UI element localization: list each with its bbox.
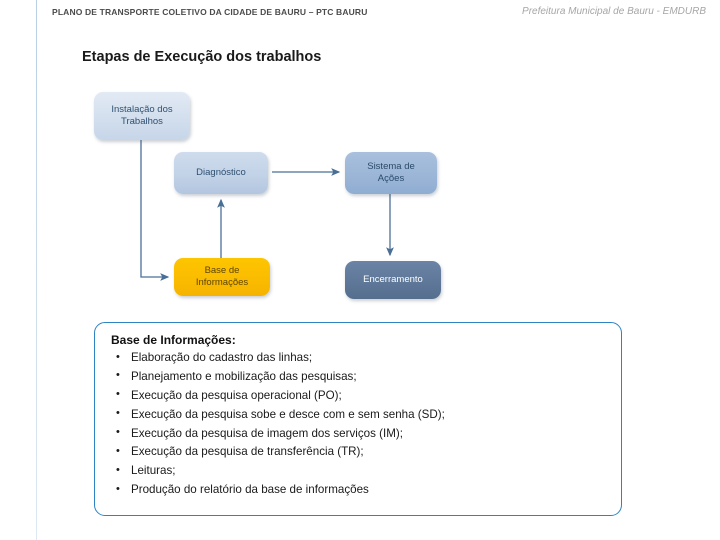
list-item: Execução da pesquisa de imagem dos servi…	[109, 424, 607, 444]
flow-node-encerramento[interactable]: Encerramento	[345, 261, 441, 299]
list-item: Execução da pesquisa sobe e desce com e …	[109, 405, 607, 425]
flow-node-base-line1: Base de	[204, 265, 240, 277]
connector-instalacao-to-base	[140, 140, 170, 281]
flow-node-encerramento-label: Encerramento	[363, 274, 423, 286]
info-panel-heading: Base de Informações:	[111, 333, 236, 347]
flow-node-instalacao-line1: Instalação dos	[111, 104, 173, 116]
left-accent-rule	[36, 0, 37, 540]
list-item: Leituras;	[109, 462, 607, 481]
flow-node-base-line2: Informações	[195, 277, 249, 288]
flow-node-sistema-de-acoes[interactable]: Sistema de Ações	[345, 152, 437, 194]
slide-header: PLANO DE TRANSPORTE COLETIVO DA CIDADE D…	[0, 0, 720, 26]
header-organization-label: Prefeitura Municipal de Bauru - EMDURB	[522, 6, 706, 17]
flow-node-sistema-label: Sistema de Ações	[367, 161, 415, 184]
list-item: Execução da pesquisa de transferência (T…	[109, 443, 607, 462]
list-item: Planejamento e mobilização das pesquisas…	[109, 367, 607, 387]
list-item: Execução da pesquisa operacional (PO);	[109, 386, 607, 406]
info-panel: Base de Informações: Elaboração do cadas…	[94, 322, 622, 516]
flow-node-instalacao-line2: Trabalhos	[121, 116, 163, 127]
flow-node-instalacao[interactable]: Instalação dos Trabalhos	[94, 92, 190, 140]
flow-node-sistema-line1: Sistema de	[367, 161, 415, 173]
info-panel-list: Elaboração do cadastro das linhas; Plane…	[109, 349, 607, 500]
header-title: PLANO DE TRANSPORTE COLETIVO DA CIDADE D…	[52, 7, 368, 17]
flow-node-base-label: Base de Informações	[196, 265, 248, 288]
flow-node-diagnostico-label: Diagnóstico	[196, 167, 246, 179]
list-item: Produção do relatório da base de informa…	[109, 481, 607, 500]
list-item: Elaboração do cadastro das linhas;	[109, 349, 607, 368]
flow-node-sistema-line2: Ações	[377, 173, 405, 184]
flow-node-instalacao-label: Instalação dos Trabalhos	[111, 104, 172, 127]
flow-node-diagnostico[interactable]: Diagnóstico	[174, 152, 268, 194]
flow-node-base-de-informacoes[interactable]: Base de Informações	[174, 258, 270, 296]
page-title: Etapas de Execução dos trabalhos	[82, 49, 322, 65]
